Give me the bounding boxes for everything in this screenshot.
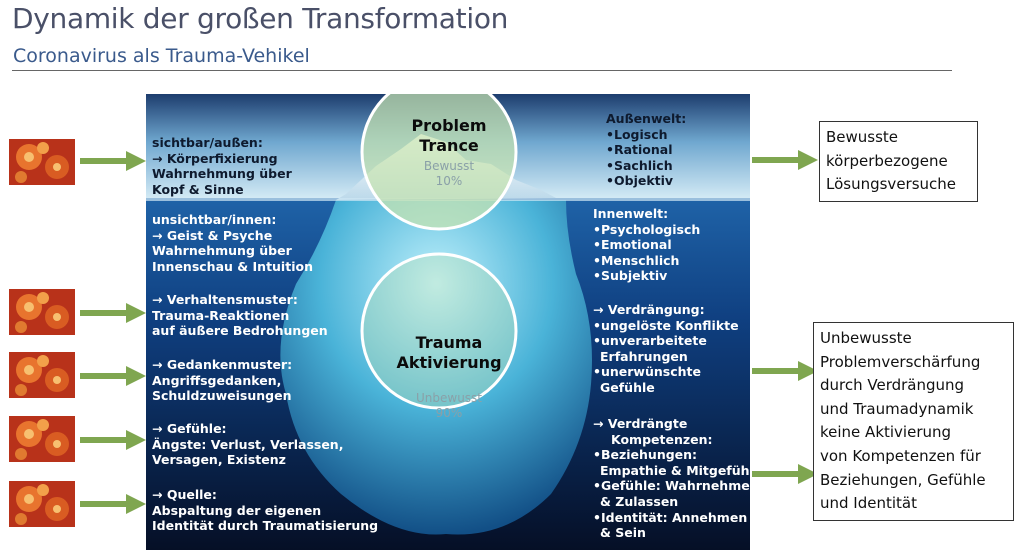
text-line: •Beziehungen: xyxy=(593,447,698,463)
coronavirus-image-icon xyxy=(9,352,75,398)
text-line: Kopf & Sinne xyxy=(152,181,244,197)
green-arrow-right-icon xyxy=(80,430,146,450)
text-line: •Sachlich xyxy=(606,157,673,173)
circle-trauma-aktivierung: Trauma Aktivierung Unbewusst 90% xyxy=(379,333,519,421)
circle-bottom-sub-1: Unbewusst xyxy=(415,391,483,405)
page-title: Dynamik der großen Transformation xyxy=(12,2,509,35)
circle-bottom-label-2: Aktivierung xyxy=(396,353,502,372)
text-line: Wahrnehmung über xyxy=(152,166,292,182)
text-line: & Sein xyxy=(600,525,646,541)
text-line: → Verdrängung: xyxy=(593,302,705,317)
text-line: körperbezogene xyxy=(826,151,948,170)
green-arrow-right-icon xyxy=(80,303,146,323)
text-line: Wahrnehmung über xyxy=(152,243,292,259)
text-line: durch Verdrängung xyxy=(820,376,965,395)
coronavirus-image-icon xyxy=(9,139,75,185)
text-line: •Menschlich xyxy=(593,252,680,268)
text-line: → Körperfixierung xyxy=(152,150,278,166)
text-line: •Subjektiv xyxy=(593,268,668,284)
text-line: •Identität: Annehmen xyxy=(593,509,748,525)
text-line: keine Aktivierung xyxy=(820,423,952,442)
box-unconscious-aggravation: Unbewusste Problemverschärfung durch Ver… xyxy=(813,322,1014,521)
right-inner-text: Innenwelt: •Psychologisch •Emotional •Me… xyxy=(593,206,700,284)
page-subtitle: Coronavirus als Trauma-Vehikel xyxy=(13,45,310,67)
text-line: → Geist & Psyche xyxy=(152,227,273,243)
text-line: Problemverschärfung xyxy=(820,352,981,371)
green-arrow-right-icon xyxy=(752,150,818,170)
right-outer-text: Außenwelt: •Logisch •Rational •Sachlich … xyxy=(606,111,686,189)
text-line: Abspaltung der eigenen xyxy=(152,502,322,518)
text-line: Lösungsversuche xyxy=(826,175,957,194)
text-line: •Psychologisch xyxy=(593,221,701,237)
left-behavior-text: → Verhaltensmuster: Trauma-Reaktionen au… xyxy=(152,292,328,339)
coronavirus-image-icon xyxy=(9,481,75,527)
text-line: → Verdrängte xyxy=(593,416,688,431)
text-line: von Kompetenzen für xyxy=(820,446,981,465)
left-outer-text: sichtbar/außen: → Körperfixierung Wahrne… xyxy=(152,135,292,197)
text-line: Unbewusste xyxy=(820,329,912,347)
green-arrow-right-icon xyxy=(80,494,146,514)
text-line: Angriffsgedanken, xyxy=(152,372,282,388)
green-arrow-right-icon xyxy=(752,361,818,381)
green-arrow-right-icon xyxy=(80,151,146,171)
box-conscious-solutions: Bewusste körperbezogene Lösungsversuche xyxy=(819,121,978,203)
text-line: → Quelle: xyxy=(152,487,217,502)
text-line: Außenwelt: xyxy=(606,111,687,126)
text-line: und Identität xyxy=(820,494,917,513)
text-line: Gefühle xyxy=(600,379,655,395)
text-line: •unverarbeitete xyxy=(593,333,707,349)
text-line: → Gedankenmuster: xyxy=(152,357,293,372)
text-line: Beziehungen, Gefühle xyxy=(820,470,986,489)
iceberg-illustration xyxy=(146,94,750,550)
circle-bottom-sub-2: 90% xyxy=(435,406,463,420)
text-line: sichtbar/außen: xyxy=(152,135,263,150)
left-thoughts-text: → Gedankenmuster: Angriffsgedanken, Schu… xyxy=(152,357,292,404)
text-line: Kompetenzen: xyxy=(611,431,713,447)
text-line: •ungelöste Konflikte xyxy=(593,317,739,333)
text-line: Versagen, Existenz xyxy=(152,452,286,468)
text-line: Identität durch Traumatisierung xyxy=(152,518,379,534)
text-line: •Gefühle: Wahrnehmen xyxy=(593,478,759,494)
left-source-text: → Quelle: Abspaltung der eigenen Identit… xyxy=(152,487,378,534)
text-line: unsichtbar/innen: xyxy=(152,212,277,227)
text-line: Erfahrungen xyxy=(600,348,688,364)
green-arrow-right-icon xyxy=(80,366,146,386)
text-line: Ängste: Verlust, Verlassen, xyxy=(152,436,344,452)
text-line: Innenwelt: xyxy=(593,206,669,221)
coronavirus-image-icon xyxy=(9,289,75,335)
text-line: Empathie & Mitgefühl xyxy=(600,462,754,478)
title-divider xyxy=(12,70,952,71)
text-line: •unerwünschte xyxy=(593,364,701,380)
iceberg-scene xyxy=(146,94,750,550)
circle-top-label-1: Problem xyxy=(411,116,487,135)
circle-bottom-label-1: Trauma xyxy=(415,333,483,352)
text-line: Schuldzuweisungen xyxy=(152,388,292,404)
circle-problem-trance: Problem Trance Bewusst 10% xyxy=(389,116,509,189)
text-line: •Logisch xyxy=(606,126,668,142)
text-line: •Emotional xyxy=(593,237,672,253)
circle-top-label-2: Trance xyxy=(419,136,479,155)
left-inner-text: unsichtbar/innen: → Geist & Psyche Wahrn… xyxy=(152,212,313,274)
circle-top-sub-1: Bewusst xyxy=(423,159,475,173)
text-line: Innenschau & Intuition xyxy=(152,258,313,274)
text-line: & Zulassen xyxy=(600,493,679,509)
coronavirus-image-icon xyxy=(9,416,75,462)
left-feelings-text: → Gefühle: Ängste: Verlust, Verlassen, V… xyxy=(152,421,343,468)
text-line: auf äußere Bedrohungen xyxy=(152,323,328,339)
text-line: → Verhaltensmuster: xyxy=(152,292,298,307)
right-competence-text: → Verdrängte Kompetenzen: •Beziehungen: … xyxy=(593,416,759,541)
circle-top-sub-2: 10% xyxy=(435,174,463,188)
text-line: •Objektiv xyxy=(606,173,674,189)
text-line: •Rational xyxy=(606,142,673,158)
text-line: und Traumadynamik xyxy=(820,399,974,418)
text-line: Bewusste xyxy=(826,128,899,146)
text-line: Trauma-Reaktionen xyxy=(152,307,290,323)
text-line: → Gefühle: xyxy=(152,421,227,436)
right-repression-text: → Verdrängung: •ungelöste Konflikte •unv… xyxy=(593,302,739,396)
green-arrow-right-icon xyxy=(752,464,818,484)
